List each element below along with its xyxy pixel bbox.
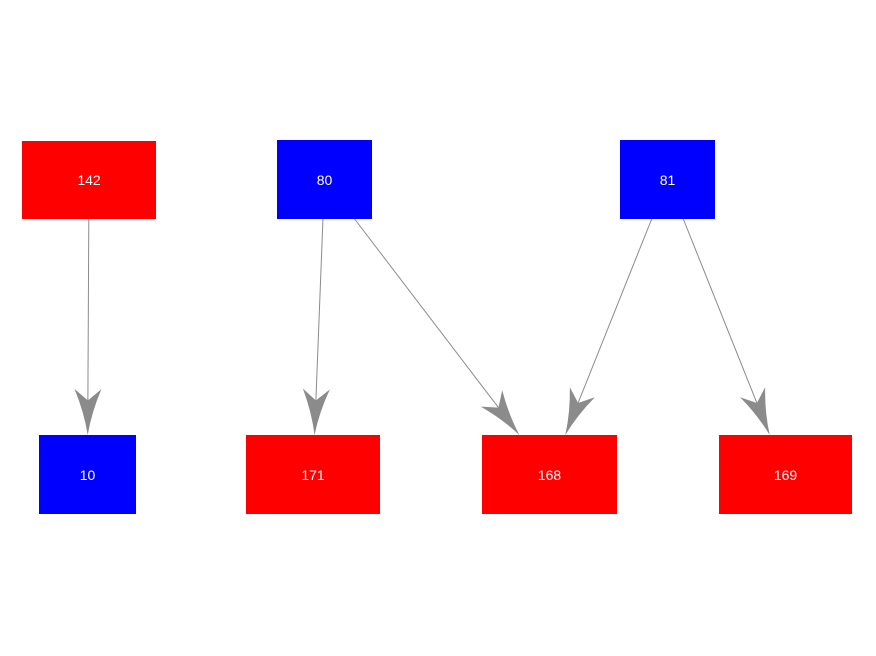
- node-169[interactable]: 169: [719, 435, 852, 514]
- node-label: 168: [537, 466, 562, 483]
- node-80[interactable]: 80: [277, 140, 372, 219]
- node-168[interactable]: 168: [482, 435, 617, 514]
- node-label: 81: [659, 171, 676, 188]
- node-81[interactable]: 81: [620, 140, 715, 219]
- node-label: 169: [773, 466, 798, 483]
- node-label: 171: [301, 466, 325, 483]
- node-label: 142: [77, 172, 101, 188]
- node-10[interactable]: 10: [39, 435, 136, 514]
- node-label: 80: [316, 171, 333, 188]
- node-171[interactable]: 171: [246, 435, 380, 514]
- node-label: 10: [79, 466, 96, 483]
- node-142[interactable]: 142: [22, 141, 156, 219]
